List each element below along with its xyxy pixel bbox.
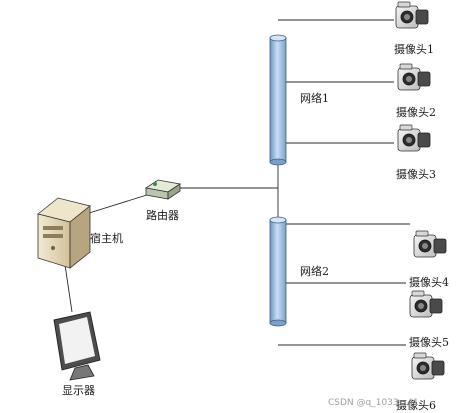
network-1-label: 网络1 — [300, 91, 329, 105]
camera-5-icon — [409, 290, 443, 318]
monitor-label: 显示器 — [62, 384, 95, 397]
camera-3-label: 摄像头3 — [396, 167, 436, 181]
camera-1-label: 摄像头1 — [394, 42, 434, 56]
network-2-label: 网络2 — [300, 264, 329, 278]
camera-5-label: 摄像头5 — [409, 335, 449, 349]
network-segment-2 — [269, 216, 287, 327]
watermark: CSDN @q_1033...41 — [328, 398, 419, 408]
camera-1-icon — [395, 1, 429, 29]
host-computer-icon — [37, 197, 91, 269]
camera-6-icon — [411, 352, 445, 380]
host-label: 宿主机 — [90, 231, 123, 245]
connection-lines — [63, 19, 410, 346]
camera-6-label: 摄像头6 — [396, 398, 436, 412]
monitor-icon — [53, 311, 101, 381]
router-icon — [144, 179, 182, 200]
camera-4-icon — [413, 230, 447, 258]
camera-2-icon — [397, 63, 431, 91]
network-segment-1 — [269, 34, 287, 166]
camera-2-label: 摄像头2 — [396, 105, 436, 119]
camera-3-icon — [397, 124, 431, 152]
router-label: 路由器 — [146, 208, 179, 222]
camera-4-label: 摄像头4 — [409, 275, 449, 289]
